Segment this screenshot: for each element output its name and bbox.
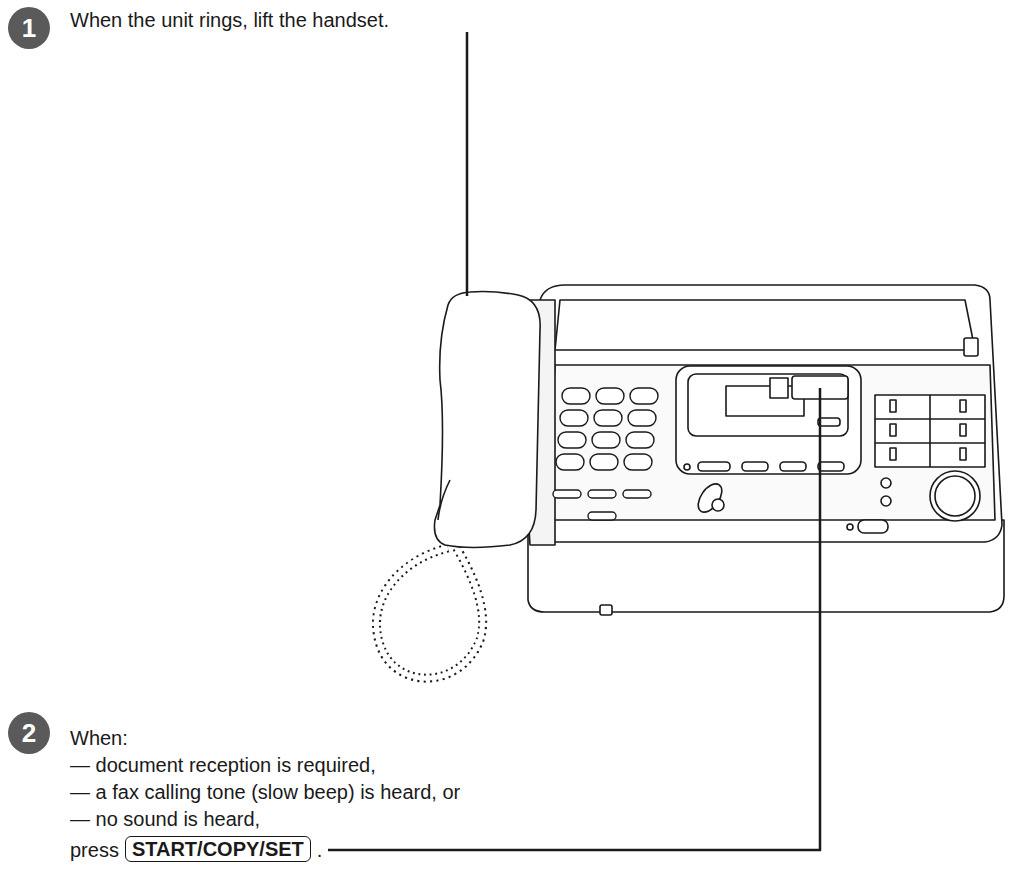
fax-body <box>528 285 1002 542</box>
handset-cord <box>376 545 482 678</box>
led <box>684 464 690 470</box>
display-housing <box>676 366 861 474</box>
keypad <box>553 388 658 520</box>
function-key <box>742 462 768 471</box>
instruction-text: press <box>70 838 119 862</box>
display-frame <box>688 374 848 436</box>
key <box>770 378 788 398</box>
instruction-text: . <box>317 838 323 862</box>
callout-number: 2 <box>8 712 50 754</box>
one-touch-panel <box>875 395 985 467</box>
handset <box>434 291 540 547</box>
cover-tab <box>964 338 978 356</box>
key-label: START/COPY/SET <box>125 836 311 862</box>
key-text: START/COPY/SET <box>132 838 304 860</box>
callout-number: 1 <box>8 7 50 49</box>
function-key <box>818 462 844 471</box>
control-panel <box>545 365 995 520</box>
leader-line <box>328 32 820 850</box>
instruction-text: — a fax calling tone (slow beep) is hear… <box>70 780 460 804</box>
small-key <box>818 418 840 426</box>
instruction-text: — document reception is required, <box>70 753 376 777</box>
instruction-text: — no sound is heard, <box>70 807 260 831</box>
paper-cover <box>555 300 975 350</box>
function-key <box>780 462 806 471</box>
instruction-text: When the unit rings, lift the handset. <box>70 8 389 32</box>
instruction-text: When: <box>70 726 128 750</box>
navigator-dial <box>930 471 980 521</box>
function-key <box>698 462 730 471</box>
